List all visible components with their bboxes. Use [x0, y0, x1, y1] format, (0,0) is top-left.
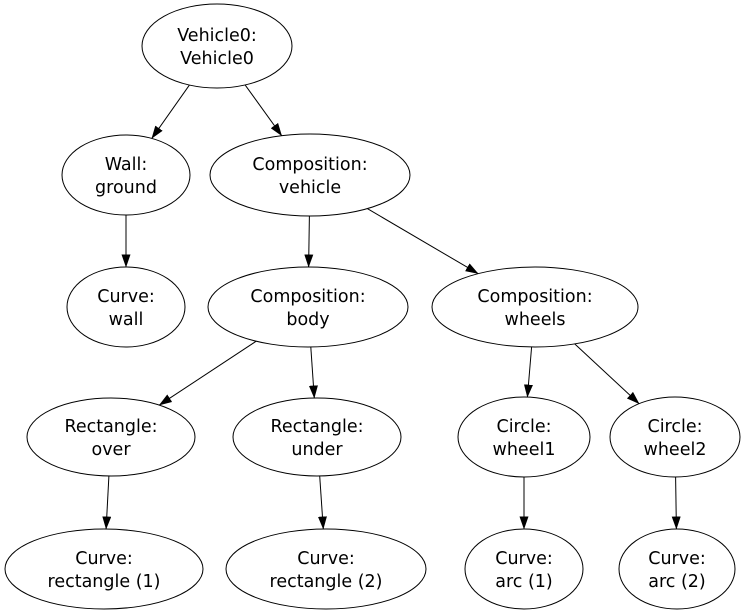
- node-wall-ground: Wall: ground: [61, 134, 191, 216]
- edge-line: [158, 340, 257, 406]
- node-curve-rectangle-1: Curve: rectangle (1): [4, 528, 204, 610]
- node-ellipse: [431, 266, 639, 348]
- edge-circle-wheel2-to-curve-arc-2: [671, 476, 681, 530]
- node-composition-wheels: Composition: wheels: [431, 266, 639, 348]
- edge-composition-vehicle-to-composition-body: [304, 215, 314, 268]
- node-label-line1: Vehicle0:: [177, 26, 257, 46]
- node-curve-rectangle-2: Curve: rectangle (2): [225, 528, 427, 610]
- node-label-line1: Curve:: [648, 549, 706, 569]
- edge-composition-body-to-rectangle-over: [158, 340, 257, 406]
- node-label-line1: Curve:: [97, 287, 155, 307]
- node-vehicle0: Vehicle0: Vehicle0: [141, 3, 293, 89]
- node-ellipse: [232, 397, 402, 477]
- node-label-line1: Curve:: [297, 549, 355, 569]
- node-label-line1: Rectangle:: [270, 417, 363, 437]
- node-composition-vehicle: Composition: vehicle: [209, 133, 411, 217]
- node-label-line1: Composition:: [477, 287, 592, 307]
- node-curve-arc-2: Curve: arc (2): [618, 528, 736, 610]
- node-circle-wheel2: Circle: wheel2: [609, 396, 741, 478]
- edge-line: [671, 476, 681, 530]
- node-ellipse: [457, 396, 591, 478]
- node-circle-wheel1: Circle: wheel1: [457, 396, 591, 478]
- node-ellipse: [209, 133, 411, 217]
- node-label-line2: arc (1): [495, 572, 553, 592]
- node-label-line2: wheel1: [493, 440, 556, 460]
- edge-rectangle-over-to-curve-rectangle-1: [102, 475, 112, 530]
- node-label-line1: Circle:: [496, 417, 551, 437]
- node-label-line1: Curve:: [75, 549, 133, 569]
- node-ellipse: [66, 266, 186, 348]
- edge-line: [367, 208, 479, 275]
- node-label-line2: vehicle: [279, 178, 341, 198]
- edge-line: [308, 346, 318, 399]
- node-label-line2: under: [291, 440, 343, 460]
- edge-line: [151, 84, 190, 139]
- edge-vehicle0-to-composition-vehicle: [244, 84, 283, 137]
- node-label-line1: Rectangle:: [64, 417, 157, 437]
- node-ellipse: [61, 134, 191, 216]
- edge-composition-body-to-rectangle-under: [308, 346, 318, 399]
- edge-line: [523, 346, 533, 398]
- node-ellipse: [225, 528, 427, 610]
- node-label-line1: Curve:: [495, 549, 553, 569]
- node-ellipse: [618, 528, 736, 610]
- node-ellipse: [141, 3, 293, 89]
- node-ellipse: [207, 266, 409, 348]
- edge-line: [304, 215, 314, 268]
- edge-line: [574, 343, 640, 405]
- edge-line: [244, 84, 283, 137]
- node-label-line2: wall: [109, 310, 144, 330]
- edge-composition-wheels-to-circle-wheel1: [523, 346, 533, 398]
- node-ellipse: [464, 528, 584, 610]
- node-label-line2: wheels: [505, 310, 566, 330]
- edge-vehicle0-to-wall-ground: [151, 84, 190, 139]
- node-rectangle-under: Rectangle: under: [232, 397, 402, 477]
- node-label-line1: Circle:: [647, 417, 702, 437]
- node-label-line2: rectangle (2): [270, 572, 383, 592]
- node-label-line2: arc (2): [648, 572, 706, 592]
- edge-rectangle-under-to-curve-rectangle-2: [317, 475, 327, 530]
- node-ellipse: [609, 396, 741, 478]
- node-label-line2: wheel2: [644, 440, 707, 460]
- node-label-line1: Composition:: [250, 287, 365, 307]
- node-curve-wall: Curve: wall: [66, 266, 186, 348]
- node-composition-body: Composition: body: [207, 266, 409, 348]
- node-label-line1: Wall:: [105, 155, 148, 175]
- node-label-line2: over: [91, 440, 131, 460]
- node-label-line1: Composition:: [252, 155, 367, 175]
- node-ellipse: [4, 528, 204, 610]
- edge-line: [102, 475, 112, 530]
- node-label-line2: Vehicle0: [180, 49, 254, 69]
- node-label-line2: body: [286, 310, 329, 330]
- node-rectangle-over: Rectangle: over: [26, 397, 196, 477]
- node-label-line2: ground: [95, 178, 157, 198]
- edge-line: [317, 475, 327, 530]
- node-ellipse: [26, 397, 196, 477]
- node-curve-arc-1: Curve: arc (1): [464, 528, 584, 610]
- edge-composition-vehicle-to-composition-wheels: [367, 208, 479, 275]
- node-label-line2: rectangle (1): [48, 572, 161, 592]
- edge-composition-wheels-to-circle-wheel2: [574, 343, 640, 405]
